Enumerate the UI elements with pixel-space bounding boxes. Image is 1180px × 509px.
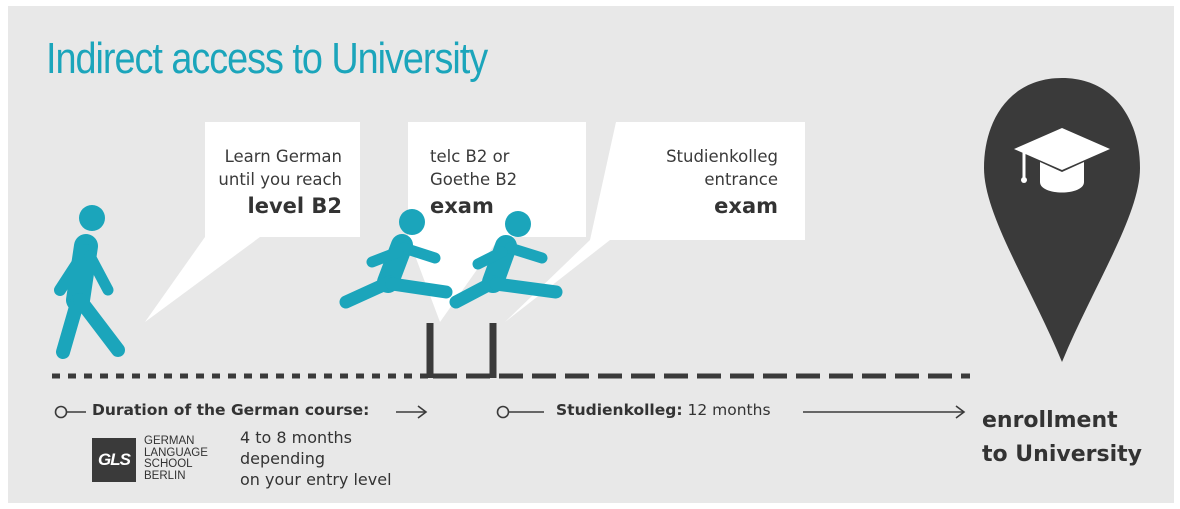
studienkolleg-duration: 12 months bbox=[687, 401, 771, 419]
hurdle-jumper-icon bbox=[339, 209, 453, 309]
graduation-cap-icon bbox=[1014, 128, 1110, 193]
hurdle-jumper-icon bbox=[449, 211, 563, 309]
logo-line-3: SCHOOL bbox=[144, 458, 193, 470]
step-3-text: Studienkolleg entrance exam bbox=[640, 145, 778, 221]
german-course-duration: 4 to 8 months depending on your entry le… bbox=[240, 427, 392, 490]
duration-line-1: 4 to 8 months bbox=[240, 428, 352, 447]
german-course-label: Duration of the German course: bbox=[92, 401, 370, 419]
studienkolleg-label-row: Studienkolleg: 12 months bbox=[556, 401, 771, 419]
studienkolleg-label: Studienkolleg: bbox=[556, 401, 683, 419]
step-2-text: telc B2 or Goethe B2 exam bbox=[430, 145, 517, 221]
gls-logo-text: GERMAN LANGUAGE SCHOOL BERLIN bbox=[144, 435, 208, 482]
step-3-emphasis: exam bbox=[714, 194, 778, 218]
duration-line-3: on your entry level bbox=[240, 470, 392, 489]
speech-bubble-3 bbox=[505, 122, 805, 322]
step-1-text: Learn German until you reach level B2 bbox=[210, 145, 342, 221]
goal-text: enrollment to University bbox=[982, 404, 1142, 472]
goal-line-1: enrollment bbox=[982, 408, 1118, 433]
step-1-line1: Learn German bbox=[224, 147, 342, 166]
step-1-line2: until you reach bbox=[218, 170, 342, 189]
step-3-line2: entrance bbox=[704, 170, 778, 189]
location-pin-icon bbox=[984, 78, 1140, 362]
logo-line-2: LANGUAGE bbox=[144, 446, 208, 459]
studienkolleg-marker-icon bbox=[496, 405, 510, 419]
step-2-emphasis: exam bbox=[430, 194, 494, 218]
logo-line-4: BERLIN bbox=[144, 469, 186, 482]
goal-line-2: to University bbox=[982, 442, 1142, 467]
speech-bubble-1 bbox=[145, 122, 360, 322]
walking-person-icon bbox=[54, 205, 125, 359]
step-2-line1: telc B2 or bbox=[430, 147, 510, 166]
logo-line-1: GERMAN bbox=[144, 435, 195, 447]
step-1-emphasis: level B2 bbox=[247, 194, 343, 218]
page-title: Indirect access to University bbox=[46, 34, 488, 83]
step-3-line1: Studienkolleg bbox=[666, 147, 778, 166]
start-marker-icon bbox=[54, 405, 68, 419]
duration-line-2: depending bbox=[240, 449, 326, 468]
step-2-line2: Goethe B2 bbox=[430, 170, 518, 189]
speech-bubble-2 bbox=[408, 122, 586, 322]
gls-logo: GLS bbox=[92, 438, 136, 482]
long-arrow-right-icon bbox=[803, 405, 966, 419]
arrow-right-icon bbox=[396, 405, 428, 419]
